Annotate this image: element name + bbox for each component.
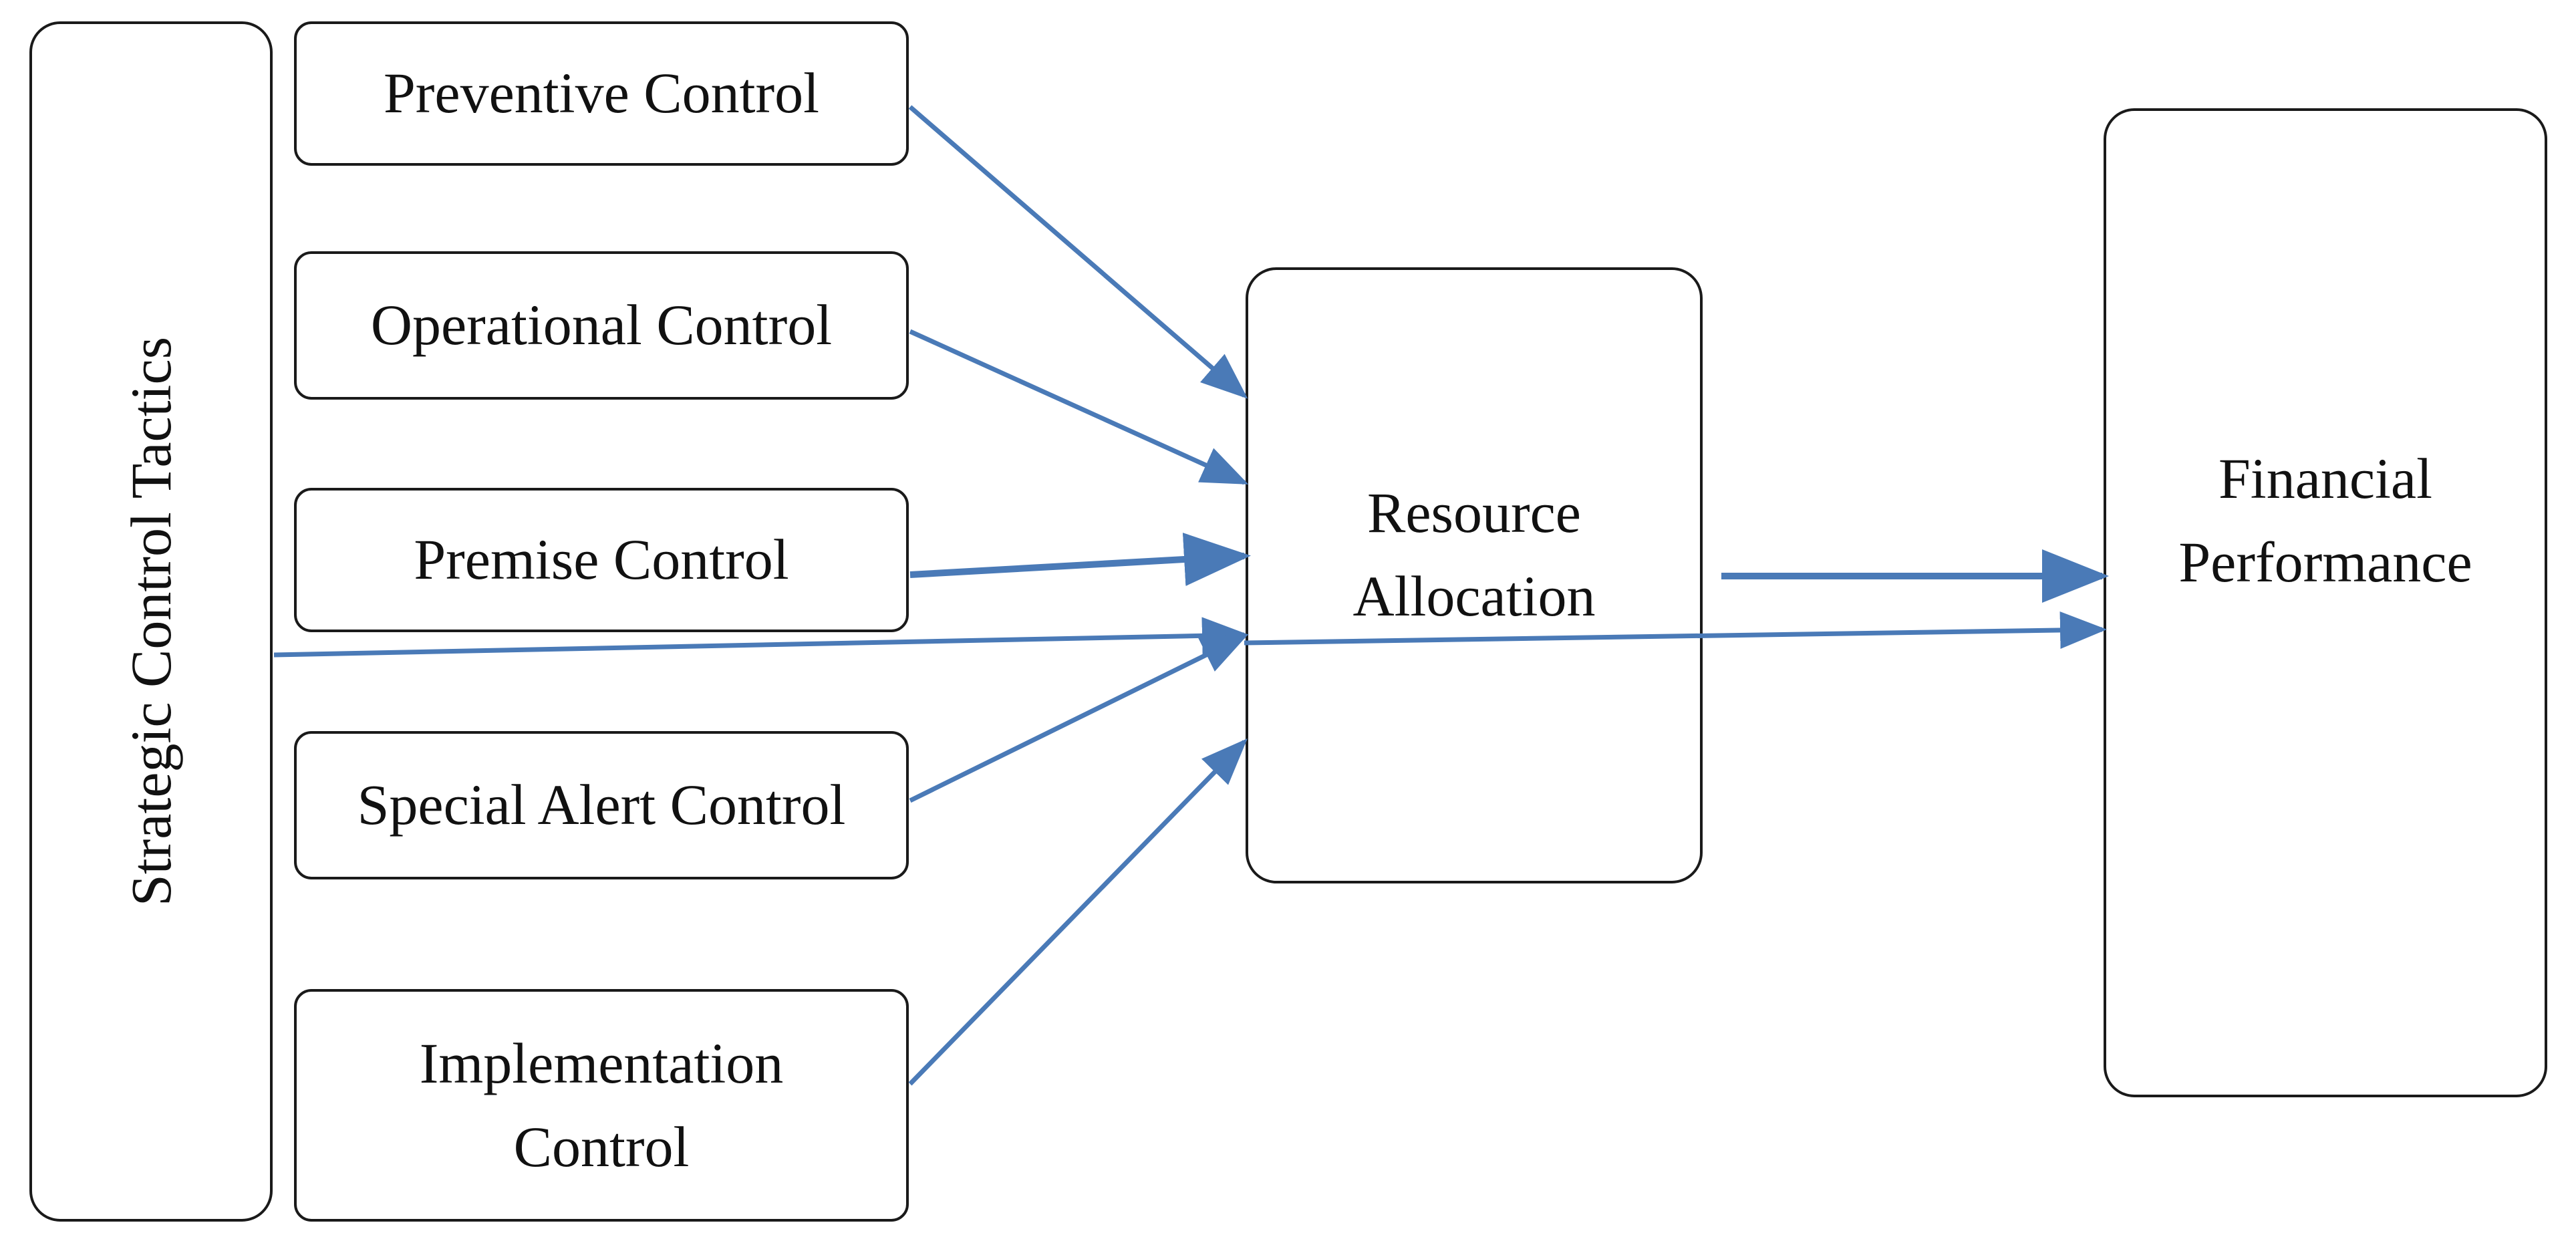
arrow-implementation-to-resource — [908, 738, 1248, 1086]
financial-performance-label: Financial Performance — [2178, 446, 2472, 594]
premise-control-box: Premise Control — [294, 488, 909, 632]
arrow-premise-to-resource — [909, 533, 1251, 586]
operational-control-box: Operational Control — [294, 251, 909, 400]
arrow-strategic-to-financial — [1244, 611, 2107, 649]
premise-control-label: Premise Control — [414, 527, 789, 592]
resource-allocation-label: Resource Allocation — [1352, 480, 1596, 628]
special-alert-control-box: Special Alert Control — [294, 731, 909, 879]
arrow-preventive-to-resource — [908, 105, 1248, 399]
arrow-operational-to-resource — [909, 329, 1249, 485]
preventive-control-label: Preventive Control — [383, 61, 820, 126]
arrow-special-alert-to-resource — [909, 634, 1249, 803]
financial-performance-box: Financial Performance — [2104, 108, 2547, 1097]
strategic-control-tactics-box: Strategic Control Tactics — [29, 21, 273, 1222]
special-alert-control-label: Special Alert Control — [357, 773, 846, 837]
arrow-strategic-to-resource — [273, 617, 1249, 658]
implementation-control-label: Implementation Control — [419, 1031, 784, 1179]
operational-control-label: Operational Control — [370, 293, 833, 358]
preventive-control-box: Preventive Control — [294, 21, 909, 166]
implementation-control-box: Implementation Control — [294, 989, 909, 1222]
resource-allocation-box: Resource Allocation — [1246, 267, 1703, 883]
